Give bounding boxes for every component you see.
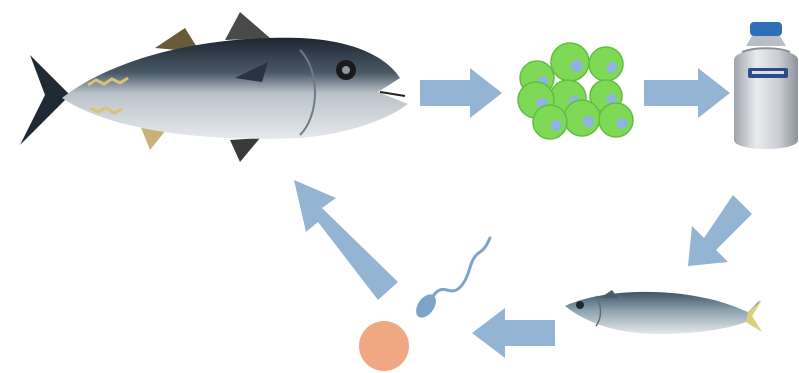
egg-icon — [359, 321, 409, 371]
germ-cells-icon — [518, 43, 633, 139]
tuna-fish-icon — [20, 12, 408, 162]
arrow-host-to-gametes — [472, 308, 555, 358]
germ-cell — [551, 43, 589, 81]
sperm-icon — [412, 238, 490, 321]
arrow-tuna-to-cells — [420, 68, 502, 118]
germ-cell — [589, 47, 623, 81]
mackerel-fish-icon — [565, 290, 762, 334]
arrow-gametes-to-tuna — [294, 180, 398, 300]
germ-cell — [599, 103, 633, 137]
arrow-cells-to-tank — [644, 68, 730, 118]
egg-and-sperm-icon — [359, 238, 490, 371]
germ-cell — [533, 105, 567, 139]
cryo-tank-icon — [734, 22, 798, 149]
germ-cell — [564, 100, 600, 136]
arrow-tank-to-host — [688, 195, 752, 266]
